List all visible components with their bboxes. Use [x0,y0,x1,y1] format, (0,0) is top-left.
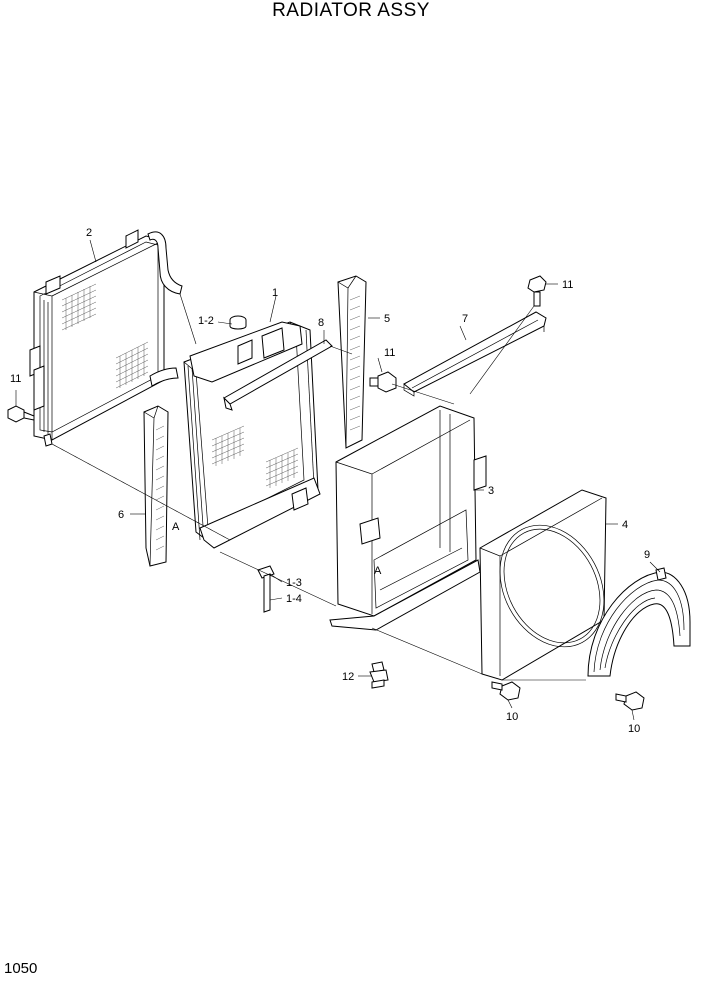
callout-2: 2 [86,227,92,239]
callout-5: 5 [384,313,390,325]
callout-11-top: 11 [562,279,573,291]
shroud-frame [329,405,487,631]
callout-12: 12 [342,671,354,683]
callout-1: 1 [272,287,278,299]
callout-1-2: 1-2 [198,315,214,327]
callout-11-middle: 11 [384,347,395,359]
bolt-10-right [615,691,645,711]
bolt-12 [369,661,389,689]
ref-a-right: A [374,565,382,577]
bolt-11-left [7,405,35,423]
callout-1-3: 1-3 [286,577,302,589]
seal-strip-lower [143,405,169,567]
callout-10-left: 10 [506,711,518,723]
bolt-11-top [527,275,547,307]
callout-7: 7 [462,313,468,325]
page-title: RADIATOR ASSY [272,0,430,21]
fan-guard [587,567,691,677]
bolt-10-left [491,681,521,701]
callout-11-left: 11 [10,373,21,385]
leader-lines [15,239,661,721]
callout-4: 4 [622,519,628,531]
radiator-core [183,315,333,613]
callout-8: 8 [318,317,324,329]
oil-cooler-core [29,229,183,447]
callout-3: 3 [488,485,494,497]
ref-a-left: A [172,521,180,533]
top-plate [403,311,547,397]
seal-strip-upper [337,275,367,449]
callout-6: 6 [118,509,124,521]
callout-10-right: 10 [628,723,640,735]
callout-1-4: 1-4 [286,593,302,605]
callout-9: 9 [644,549,650,561]
page-number: 1050 [4,960,38,977]
bolt-11-middle [369,371,397,393]
